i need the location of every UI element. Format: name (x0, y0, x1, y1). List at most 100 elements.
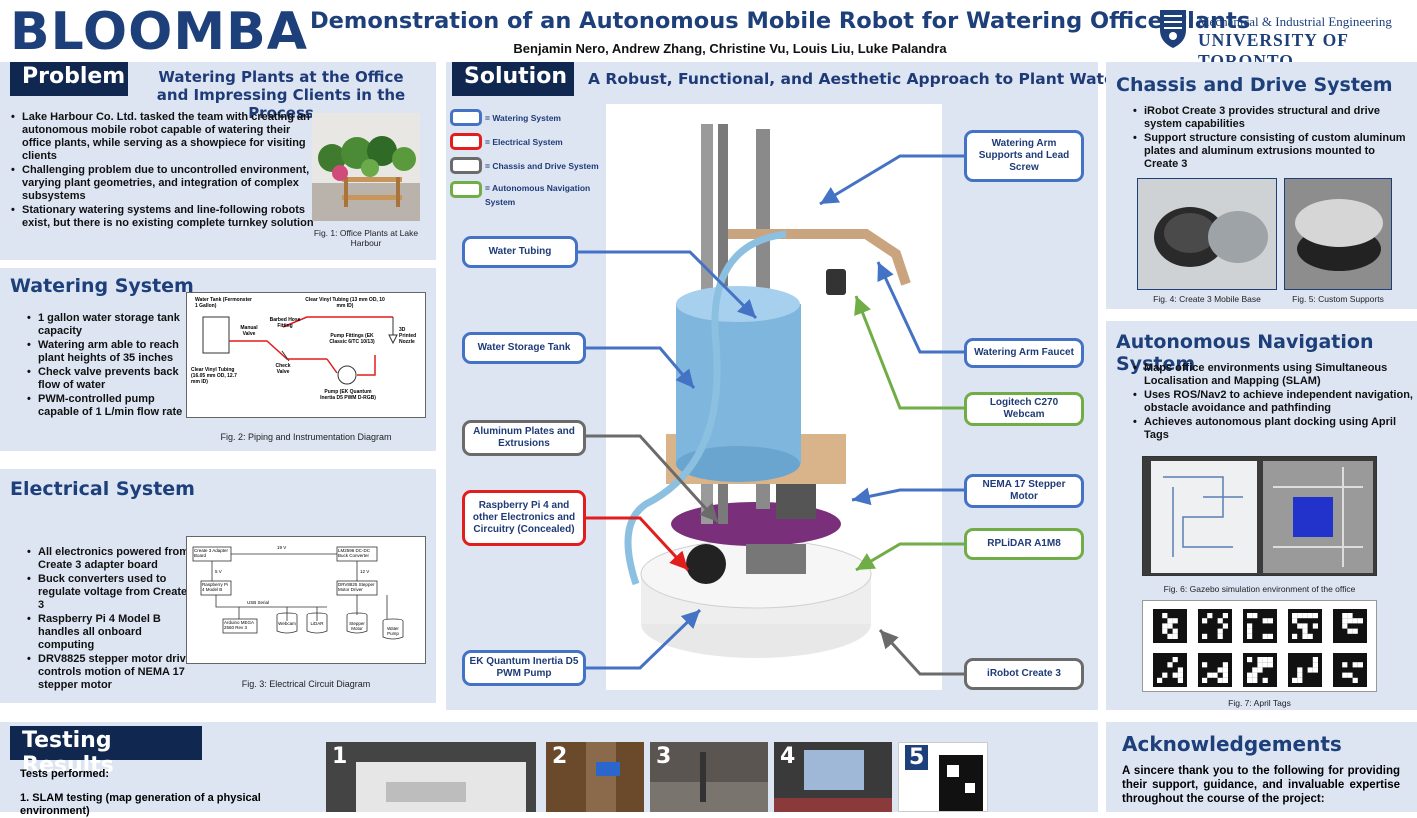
fig2-caption: Fig. 2: Piping and Instrumentation Diagr… (220, 432, 392, 442)
callout-watering-faucet: Watering Arm Faucet (964, 338, 1084, 368)
callout-aluminum-plates: Aluminum Plates and Extrusions (462, 420, 586, 456)
ack-text: A sincere thank you to the following for… (1122, 765, 1400, 805)
legend-item: = Watering System (450, 109, 561, 126)
circuit-diagram: Create 3 Adapter Board LM2596 DC-DC Buck… (186, 536, 426, 664)
april-tag (1198, 609, 1232, 643)
ack-title: Acknowledgements (1122, 732, 1342, 756)
list-item: Achieves autonomous plant docking using … (1133, 416, 1414, 442)
test-number: 3 (656, 744, 672, 769)
list-item: DRV8825 stepper motor drive controls mot… (27, 653, 194, 692)
diagram-label: Webcam (278, 621, 296, 626)
diagram-label: 3D Printed Nozzle (399, 327, 417, 345)
watering-bullets: 1 gallon water storage tank capacity Wat… (24, 312, 188, 420)
office-plants-photo (312, 113, 420, 221)
test-number: 2 (552, 744, 568, 769)
testing-header: Testing Results (10, 726, 202, 778)
diagram-label: Check Valve (275, 363, 291, 375)
diagram-label: Arduino MEGA 2560 Rev 3 (224, 620, 254, 630)
test-photo-2: 2 (546, 742, 644, 812)
list-item: Check valve prevents back flow of water (27, 366, 188, 392)
april-tag (1333, 609, 1367, 643)
callout-raspberry-pi: Raspberry Pi 4 and other Electronics and… (462, 490, 586, 546)
april-tag (1288, 609, 1322, 643)
diagram-label: Pump (EK Quantum Inertia D5 PWM D-RGB) (320, 389, 376, 401)
list-item: Buck converters used to regulate voltage… (27, 573, 194, 612)
callout-webcam: Logitech C270 Webcam (964, 392, 1084, 426)
chassis-title: Chassis and Drive System (1116, 74, 1393, 96)
robot-render (606, 104, 942, 690)
list-item: Raspberry Pi 4 Model B handles all onboa… (27, 613, 194, 652)
diagram-label: USB Serial (247, 600, 270, 605)
diagram-label: Water Pump (387, 626, 399, 636)
authors: Benjamin Nero, Andrew Zhang, Christine V… (513, 41, 947, 56)
callout-create3: iRobot Create 3 (964, 658, 1084, 690)
callout-water-tubing: Water Tubing (462, 236, 578, 268)
fig6-caption: Fig. 6: Gazebo simulation environment of… (1163, 584, 1356, 594)
diagram-label: Pump Fittings (EK Classic 6/TC 10/13) (329, 333, 375, 345)
legend-item: = Chassis and Drive System (450, 157, 599, 174)
list-item: Maps office environments using Simultane… (1133, 362, 1414, 388)
watering-title: Watering System (10, 275, 194, 297)
list-item: Lake Harbour Co. Ltd. tasked the team wi… (11, 111, 318, 163)
testing-item: 1. SLAM testing (map generation of a phy… (20, 792, 261, 817)
logo-text: BLOOMBA (10, 2, 308, 62)
list-item: PWM-controlled pump capable of 1 L/min f… (27, 393, 188, 419)
poster-title: Demonstration of an Autonomous Mobile Ro… (310, 8, 1251, 34)
test-number: 1 (332, 744, 348, 769)
diagram-label: Manual Valve (240, 325, 258, 337)
april-tag (1153, 653, 1187, 687)
list-item: Uses ROS/Nav2 to achieve independent nav… (1133, 389, 1414, 415)
test-number: 4 (780, 744, 796, 769)
list-item: Challenging problem due to uncontrolled … (11, 164, 318, 203)
legend-item: = Electrical System (450, 133, 563, 150)
test-photo-5: 5 (898, 742, 988, 812)
callout-rplidar: RPLiDAR A1M8 (964, 528, 1084, 560)
diagram-label: Clear Vinyl Tubing (16.05 mm OD, 12.7 mm… (191, 367, 237, 385)
test-photo-3: 3 (650, 742, 768, 812)
electrical-bullets: All electronics powered from Create 3 ad… (24, 546, 194, 693)
department-name: Mechanical & Industrial Engineering (1198, 14, 1392, 29)
april-tag (1243, 653, 1277, 687)
list-item: Watering arm able to reach plant heights… (27, 339, 188, 365)
diagram-label: LM2596 DC-DC Buck Converter (338, 548, 371, 558)
april-tag (1243, 609, 1277, 643)
diagram-label: Create 3 Adapter Board (194, 548, 229, 558)
diagram-label: Clear Vinyl Tubing (13 mm OD, 10 mm ID) (305, 297, 385, 309)
test-photo-1: 1 (326, 742, 536, 812)
test-photo-4: 4 (774, 742, 892, 812)
april-tag (1198, 653, 1232, 687)
fig1-caption: Fig. 1: Office Plants at Lake Harbour (313, 228, 419, 248)
callout-pump: EK Quantum Inertia D5 PWM Pump (462, 650, 586, 686)
diagram-label: Water Tank (Fermonster 1 Gallon) (195, 297, 252, 309)
solution-header: Solution (452, 62, 574, 96)
chassis-bullets: iRobot Create 3 provides structural and … (1130, 105, 1408, 172)
list-item: Support structure consisting of custom a… (1133, 132, 1408, 171)
create3-photo (1137, 178, 1277, 290)
solution-subtitle: A Robust, Functional, and Aesthetic Appr… (588, 70, 1150, 88)
diagram-label: Barbed Hose Fitting (269, 317, 301, 329)
list-item: Stationary watering systems and line-fol… (11, 204, 318, 230)
diagram-label: Raspberry Pi 4 Model B (202, 582, 229, 592)
callout-arm-supports: Watering Arm Supports and Lead Screw (964, 130, 1084, 182)
diagram-label: 5 V (215, 569, 222, 574)
electrical-title: Electrical System (10, 478, 195, 500)
fig4-caption: Fig. 4: Create 3 Mobile Base (1153, 294, 1261, 304)
april-tag (1288, 653, 1322, 687)
april-tags-image (1142, 600, 1377, 692)
diagram-label: 12 V (360, 569, 370, 574)
april-tag (1333, 653, 1367, 687)
problem-header: Problem (10, 62, 128, 96)
callout-stepper-motor: NEMA 17 Stepper Motor (964, 474, 1084, 508)
navigation-bullets: Maps office environments using Simultane… (1130, 362, 1414, 443)
diagram-label: LiDAR (310, 621, 324, 626)
testing-intro: Tests performed: (20, 768, 110, 780)
april-tag (1153, 609, 1187, 643)
diagram-label: 19 V (277, 545, 287, 550)
list-item: 1 gallon water storage tank capacity (27, 312, 188, 338)
custom-supports-photo (1284, 178, 1392, 290)
problem-bullets: Lake Harbour Co. Ltd. tasked the team wi… (8, 111, 318, 231)
test-number: 5 (905, 745, 929, 770)
gazebo-simulation-image (1142, 456, 1377, 576)
fig3-caption: Fig. 3: Electrical Circuit Diagram (241, 679, 371, 689)
callout-water-storage-tank: Water Storage Tank (462, 332, 586, 364)
